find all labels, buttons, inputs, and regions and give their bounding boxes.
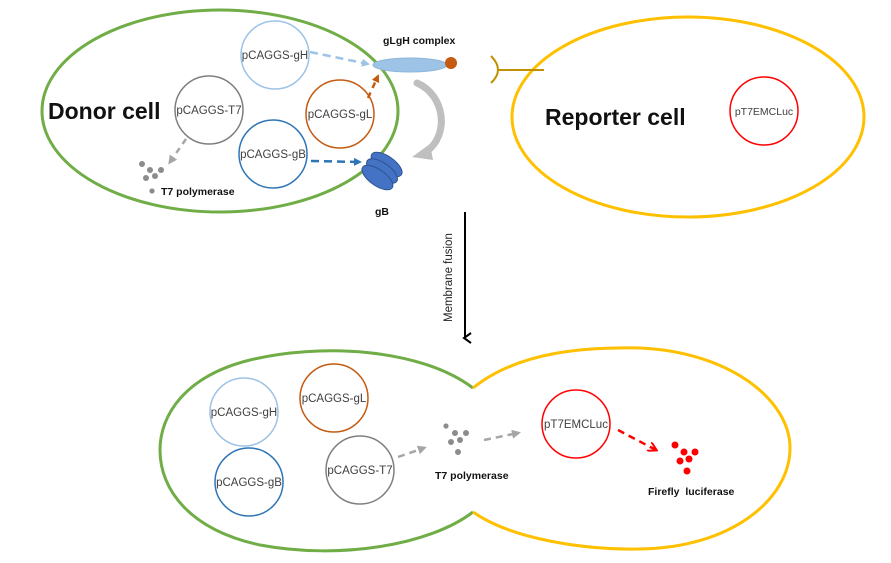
gLgH-complex-label: gLgH complex	[383, 35, 456, 47]
plasmid-gH-label: pCAGGS-gH	[242, 50, 308, 62]
fused-cell-donor-membrane	[158, 349, 474, 553]
receptor	[490, 55, 544, 84]
fused-plasmid-gL-label: pCAGGS-gL	[302, 393, 367, 405]
gL-knob	[445, 57, 457, 69]
fusion-label: Membrane fusion	[443, 233, 455, 322]
arrow-T7-to-polymerase	[168, 138, 188, 165]
fused-cell-reporter-membrane	[472, 346, 792, 551]
reporter-cell-membrane	[510, 15, 866, 219]
gH-protein	[372, 57, 448, 73]
arrow-luc-to-luciferase	[617, 428, 656, 450]
fused-polymerase-dots	[443, 423, 469, 455]
conformational-cycle-arrow	[412, 79, 445, 160]
luciferase-dot	[671, 441, 679, 449]
fused-plasmid-gB: pCAGGS-gB	[214, 447, 284, 517]
fused-plasmid-luc-label: pT7EMCLuc	[544, 419, 608, 431]
arrow-gB-to-protein	[310, 157, 362, 166]
polymerase-dot	[152, 173, 158, 179]
t7-polymerase-label: T7 polymerase	[161, 186, 235, 198]
gLgH-complex: gLgH complex	[372, 35, 457, 73]
polymerase-dot	[147, 167, 153, 173]
arrow-gL-to-complex	[366, 74, 380, 99]
fused-plasmid-gH: pCAGGS-gH	[209, 377, 279, 447]
fused-plasmid-gL: pCAGGS-gL	[299, 363, 369, 433]
t7-polymerase-dots	[139, 161, 164, 194]
luciferase-dot	[685, 455, 693, 463]
fused-plasmid-luc: pT7EMCLuc	[541, 389, 611, 459]
polymerase-dot	[455, 449, 461, 455]
polymerase-dot	[158, 167, 164, 173]
donor-cell-membrane	[40, 8, 400, 214]
gB-protein	[361, 151, 403, 191]
plasmid-gH: pCAGGS-gH	[240, 20, 310, 90]
polymerase-dot	[443, 423, 449, 429]
luciferase-dot	[676, 457, 684, 465]
reporter-cell-title: Reporter cell	[545, 104, 686, 130]
polymerase-dot	[143, 175, 149, 181]
plasmid-T7-label: pCAGGS-T7	[176, 105, 241, 117]
polymerase-dot	[448, 439, 454, 445]
plasmid-gB: pCAGGS-gB	[238, 119, 308, 189]
polymerase-dot	[457, 437, 463, 443]
membrane-fusion-step: Membrane fusion	[443, 212, 472, 344]
fused-cell: pCAGGS-gH pCAGGS-gL pCAGGS-gB pCAGGS-T7 …	[158, 346, 792, 553]
donor-cell-title: Donor cell	[48, 98, 160, 124]
donor-cell: Donor cell pCAGGS-gH pCAGGS-T7 pCAGGS-gL…	[40, 8, 400, 214]
plasmid-gL-label: pCAGGS-gL	[308, 109, 373, 121]
arrow-gH-to-complex	[309, 50, 370, 67]
luciferase-dot	[683, 467, 691, 475]
plasmid-luc-label: pT7EMCLuc	[735, 106, 793, 118]
plasmid-luc: pT7EMCLuc	[729, 76, 799, 146]
luciferase-dot	[691, 448, 699, 456]
fused-plasmid-T7-label: pCAGGS-T7	[327, 465, 392, 477]
luciferase-dot	[680, 448, 688, 456]
plasmid-gL: pCAGGS-gL	[305, 79, 375, 149]
reporter-cell: Reporter cell pT7EMCLuc	[490, 15, 866, 219]
fused-polymerase-label: T7 polymerase	[435, 470, 509, 482]
polymerase-dot	[149, 188, 155, 194]
polymerase-dot	[463, 430, 469, 436]
fused-plasmid-gB-label: pCAGGS-gB	[216, 477, 282, 489]
plasmid-gB-label: pCAGGS-gB	[240, 149, 306, 161]
arrow-T7-to-polymerase-fused	[397, 445, 427, 459]
fused-plasmid-gH-label: pCAGGS-gH	[211, 407, 277, 419]
gB-label: gB	[375, 206, 389, 218]
fused-plasmid-T7: pCAGGS-T7	[325, 435, 395, 505]
luciferase-dots	[671, 441, 699, 475]
polymerase-dot	[452, 430, 458, 436]
arrow-polymerase-to-luc	[483, 429, 521, 442]
plasmid-T7: pCAGGS-T7	[174, 75, 244, 145]
polymerase-dot	[139, 161, 145, 167]
luciferase-label: Firefly luciferase	[648, 486, 735, 498]
